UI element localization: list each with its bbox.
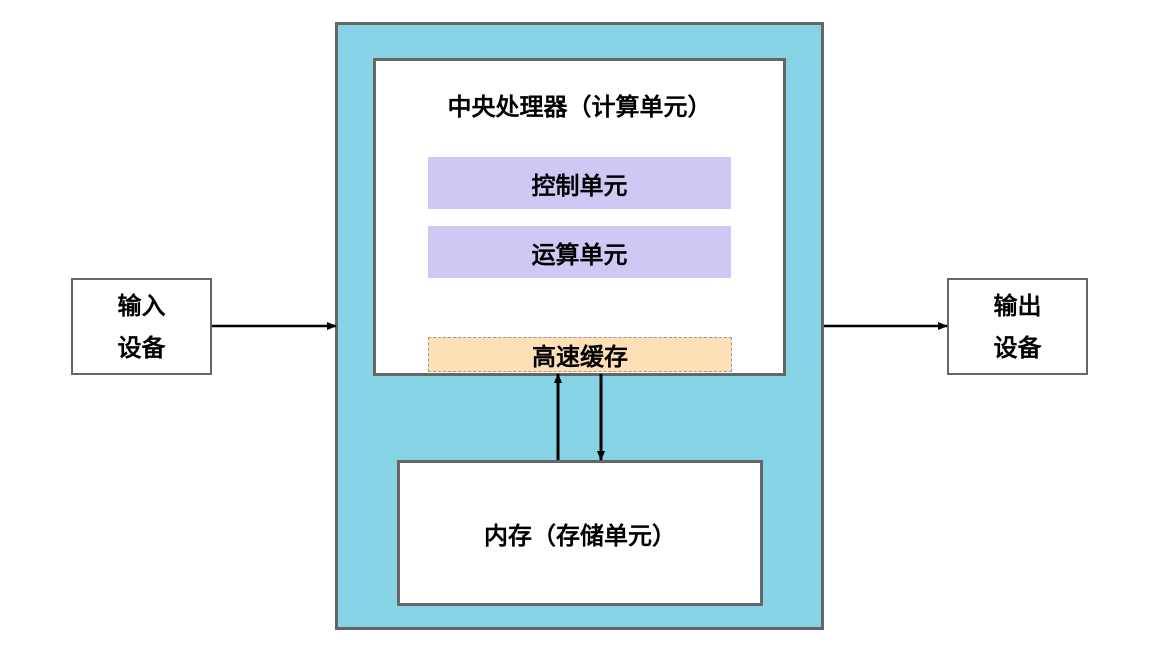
control-unit-box: 控制单元 — [428, 157, 731, 209]
control-unit-label: 控制单元 — [531, 171, 628, 200]
output-device-box: 输出 设备 — [947, 278, 1088, 375]
output-device-line2: 设备 — [993, 333, 1042, 362]
cpu-box: 中央处理器（计算单元） — [373, 58, 786, 376]
alu-label: 运算单元 — [531, 240, 628, 269]
input-device-line2: 设备 — [117, 333, 166, 362]
alu-box: 运算单元 — [428, 226, 731, 278]
cpu-title: 中央处理器（计算单元） — [447, 93, 712, 121]
memory-box: 内存（存储单元） — [397, 460, 763, 606]
cache-box: 高速缓存 — [428, 337, 732, 372]
cache-label: 高速缓存 — [532, 343, 628, 371]
input-device-line1: 输入 — [117, 291, 166, 320]
input-device-box: 输入 设备 — [71, 278, 212, 375]
memory-label: 内存（存储单元） — [484, 521, 676, 550]
output-device-line1: 输出 — [993, 291, 1042, 320]
